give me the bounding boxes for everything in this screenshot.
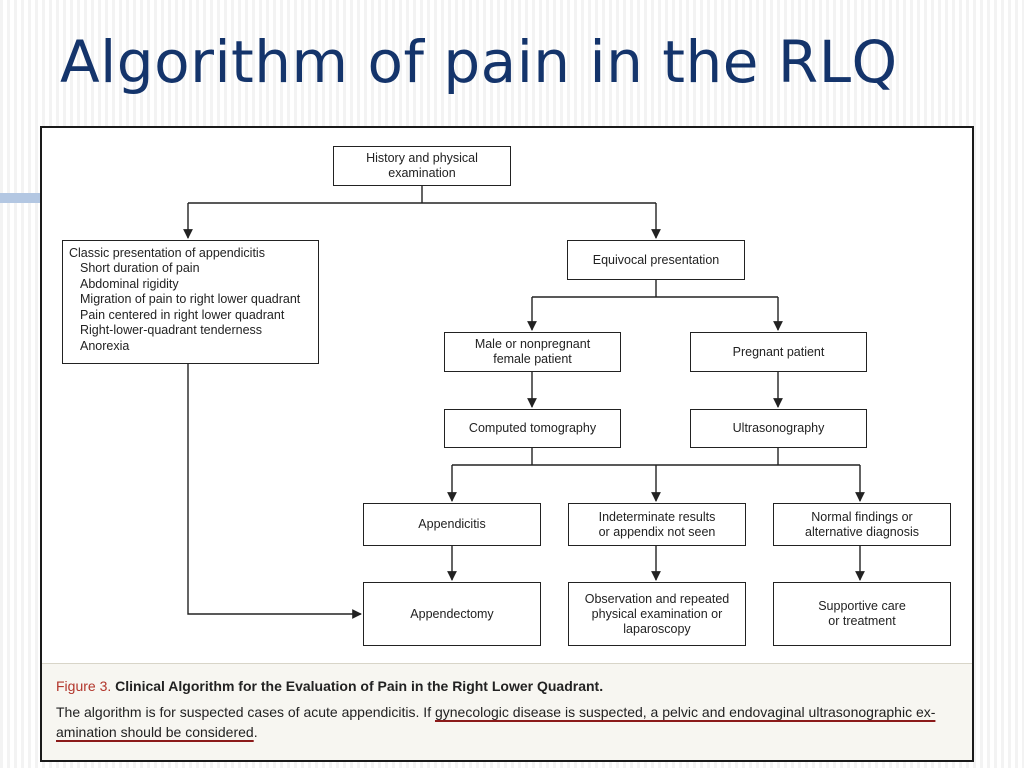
male-line-1: Male or nonpregnant (474, 337, 591, 351)
normal-line-1: Normal findings or (811, 509, 913, 524)
pregnant-label: Pregnant patient (732, 344, 825, 359)
appendectomy-node: Appendectomy (363, 582, 541, 646)
observation-node: Observation and repeated physical examin… (568, 582, 746, 646)
supportive-care-node: Supportive care or treatment (773, 582, 951, 646)
pregnant-patient-node: Pregnant patient (690, 332, 867, 372)
classic-criterion: Migration of pain to right lower quadran… (80, 292, 301, 306)
classic-criteria-list: Short duration of pain Abdominal rigidit… (69, 261, 312, 354)
classic-criterion: Short duration of pain (80, 261, 200, 275)
caption-text-underlined: gynecologic disease is suspected, a pelv… (56, 704, 936, 740)
edge-classic-appendectomy (187, 364, 362, 619)
indeterminate-node: Indeterminate results or appendix not se… (568, 503, 746, 546)
ultrasonography-node: Ultrasonography (690, 409, 867, 448)
appendicitis-label: Appendicitis (418, 517, 486, 531)
classic-presentation-node: Classic presentation of appendicitis Sho… (62, 240, 319, 364)
normal-findings-node: Normal findings or alternative diagnosis (773, 503, 951, 546)
history-line-1: History and physical (366, 151, 478, 165)
figure-title: Clinical Algorithm for the Evaluation of… (115, 678, 604, 694)
accent-bar (0, 193, 44, 203)
observation-line-2: physical examination or (591, 606, 723, 621)
classic-heading: Classic presentation of appendicitis (69, 246, 265, 260)
classic-criterion: Anorexia (80, 338, 130, 353)
edge-ct-us-merge (452, 448, 860, 466)
normal-line-2: alternative diagnosis (805, 524, 919, 539)
ct-label: Computed tomography (468, 421, 597, 435)
figure-frame: History and physical examination Classic… (40, 126, 974, 762)
slide-title: Algorithm of pain in the RLQ (60, 28, 898, 96)
equivocal-presentation-node: Equivocal presentation (567, 240, 745, 280)
indeterminate-line-2: or appendix not seen (598, 524, 716, 539)
supportive-line-2: or treatment (828, 614, 896, 628)
male-line-2: female patient (493, 352, 572, 366)
computed-tomography-node: Computed tomography (444, 409, 621, 448)
edge-history-branch (188, 186, 656, 204)
caption-title: Figure 3. Clinical Algorithm for the Eva… (56, 678, 960, 694)
appendectomy-label: Appendectomy (410, 606, 494, 621)
figure-label: Figure 3. (56, 678, 112, 694)
observation-line-1: Observation and repeated (584, 591, 730, 606)
supportive-line-1: Supportive care (818, 599, 906, 613)
history-line-2: examination (388, 166, 456, 180)
caption-text-plain: The algorithm is for suspected cases of … (56, 704, 435, 720)
history-exam-node: History and physical examination (333, 146, 511, 186)
caption-body: The algorithm is for suspected cases of … (56, 702, 960, 742)
classic-criterion: Pain centered in right lower quadrant (80, 307, 285, 322)
us-label: Ultrasonography (732, 421, 825, 435)
equivocal-label: Equivocal presentation (592, 252, 720, 267)
connector-layer (183, 186, 865, 619)
appendicitis-node: Appendicitis (363, 503, 541, 546)
edge-equivocal-branch (532, 280, 778, 298)
figure-caption: Figure 3. Clinical Algorithm for the Eva… (42, 663, 972, 760)
male-nonpregnant-node: Male or nonpregnant female patient (444, 332, 621, 372)
indeterminate-line-1: Indeterminate results (598, 509, 716, 524)
classic-criterion: Abdominal rigidity (80, 276, 179, 291)
observation-line-3: laparoscopy (623, 621, 691, 636)
caption-text-end: . (253, 724, 258, 740)
classic-criterion: Right-lower-quadrant tenderness (80, 323, 263, 337)
